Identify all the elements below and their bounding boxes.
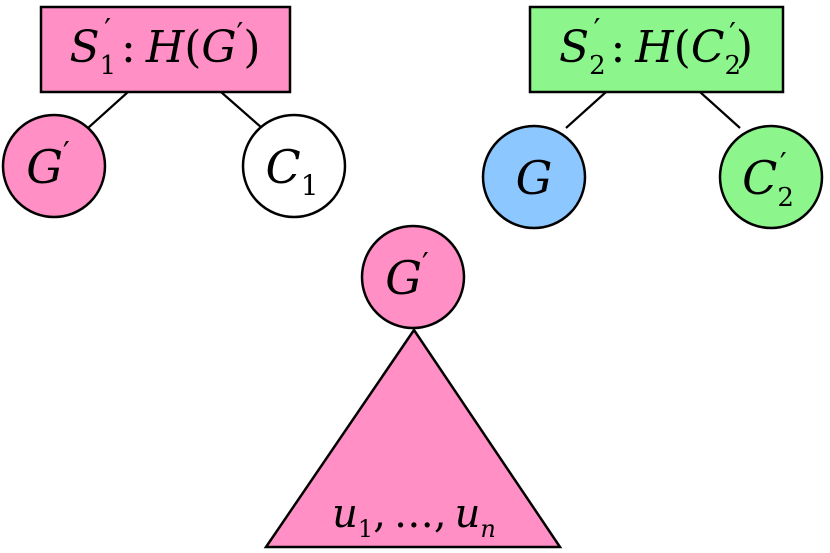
left-child-c1-node: C1 bbox=[241, 113, 347, 219]
right-child-g-node: G bbox=[481, 124, 587, 230]
right-child-c2prime-label: C2′ bbox=[742, 147, 794, 213]
right-child-g-circle bbox=[481, 124, 587, 230]
left-root-label: S1′:H(G′) bbox=[69, 13, 260, 81]
left-child-gprime-label: G′ bbox=[26, 136, 70, 194]
subtree-root-gprime-label: G′ bbox=[385, 247, 429, 305]
right-child-g-label: G bbox=[516, 151, 553, 205]
left-root-node: S1′:H(G′) bbox=[39, 5, 292, 94]
left-root-box bbox=[39, 5, 292, 94]
left-child-c1-circle bbox=[241, 113, 347, 219]
right-root-label: S2′:H(C2′) bbox=[559, 13, 753, 81]
left-child-gprime-circle bbox=[1, 113, 107, 219]
edge-left-root-to-gprime bbox=[87, 91, 129, 129]
right-child-c2prime-node: C2′ bbox=[718, 124, 824, 230]
subtree-root-gprime-node: G′ bbox=[360, 224, 466, 330]
right-root-node: S2′:H(C2′) bbox=[528, 5, 785, 94]
subtree-root-gprime-circle bbox=[360, 224, 466, 330]
subtree-triangle bbox=[263, 327, 563, 549]
right-child-c2prime-circle bbox=[718, 124, 824, 230]
left-child-c1-label: C1 bbox=[265, 140, 318, 202]
subtree-triangle-label: u1,…,un bbox=[332, 491, 496, 543]
edge-right-root-to-c2prime bbox=[699, 91, 741, 129]
edge-left-root-to-c1 bbox=[220, 91, 263, 129]
left-child-gprime-node: G′ bbox=[1, 113, 107, 219]
edge-right-root-to-g bbox=[565, 91, 607, 129]
right-root-box bbox=[528, 5, 785, 94]
